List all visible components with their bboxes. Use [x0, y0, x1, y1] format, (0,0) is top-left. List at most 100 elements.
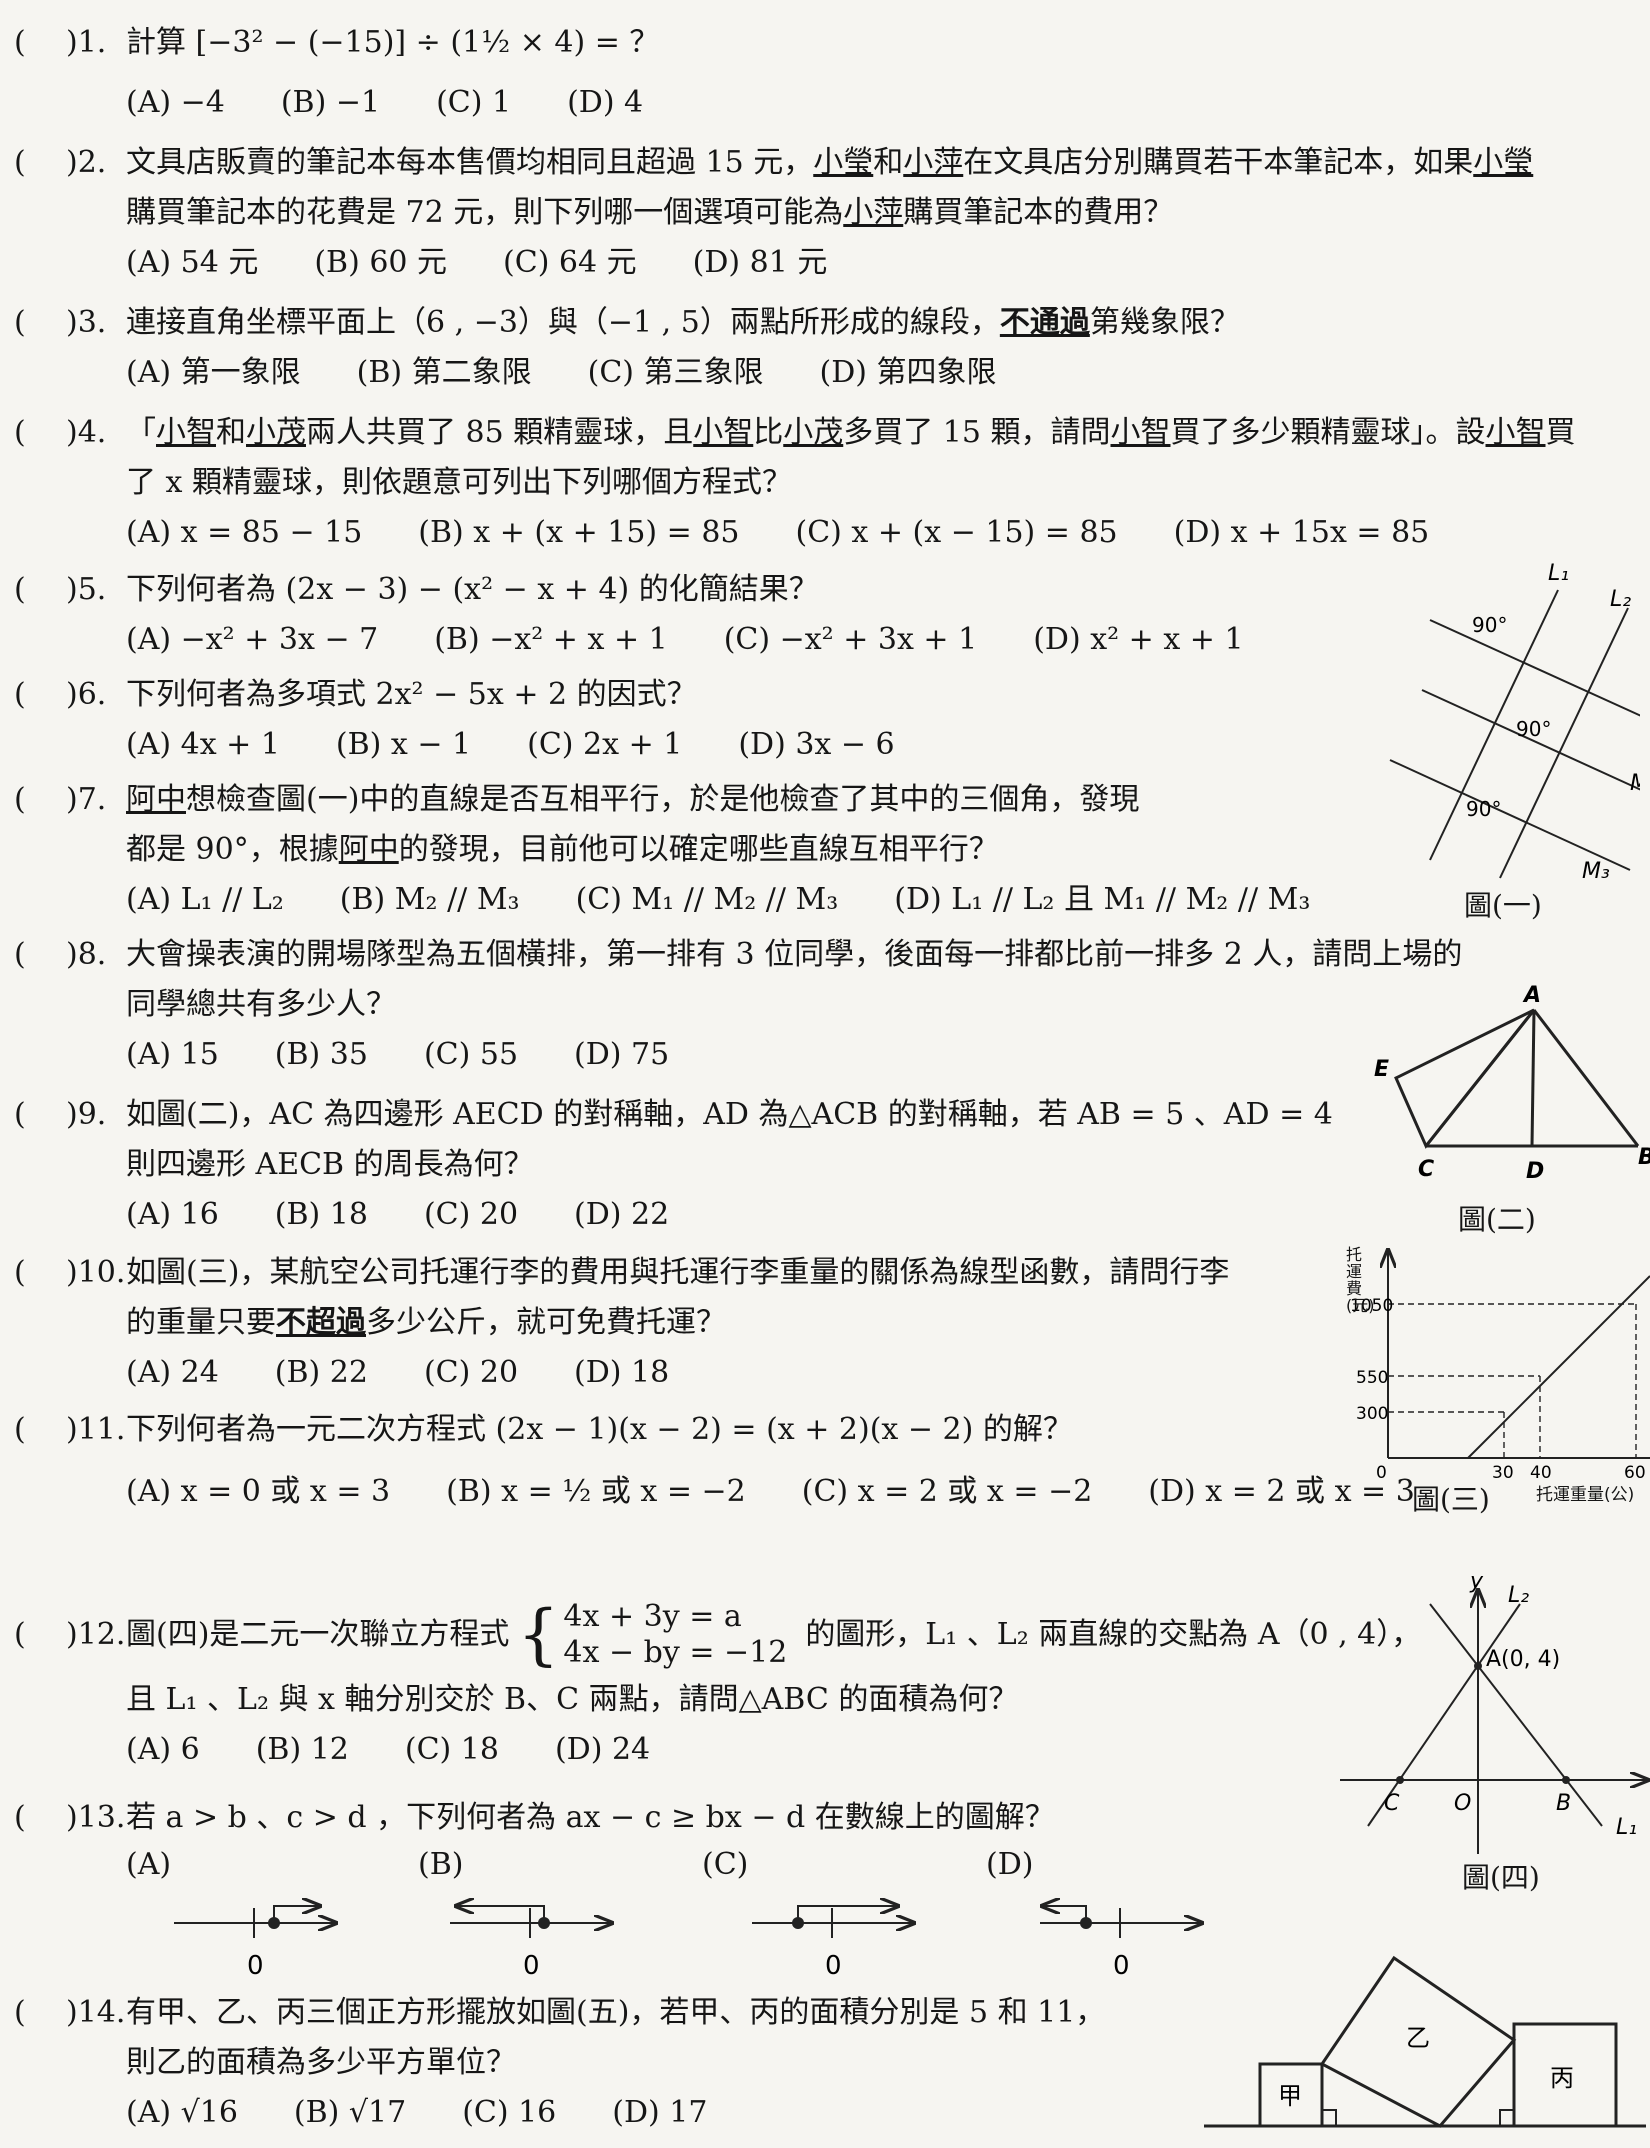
label-e: E	[1374, 1057, 1389, 1082]
question-text: 想檢查圖(一)中的直線是否互相平行，於是他檢查了其中的三個角，發現	[186, 782, 1140, 817]
label-c: C	[1418, 1157, 1434, 1182]
option-d: (D) 24	[554, 1732, 651, 1767]
question-text: 下列何者為一元二次方程式 (2x − 1)(x − 2) = (x + 2)(x…	[126, 1412, 1073, 1447]
figure-4-caption: 圖(四)	[1462, 1861, 1540, 1894]
line-m2	[1421, 689, 1640, 791]
option-b: (B) 第二象限	[356, 355, 532, 390]
line-m3	[1389, 759, 1631, 871]
right-angle-2	[1499, 2109, 1514, 2126]
option-a: (A) 15	[126, 1037, 219, 1072]
option-c: (C) 2x + 1	[527, 727, 683, 762]
question-text: 購買筆記本的費用？	[903, 195, 1174, 230]
figure-1-caption: 圖(一)	[1464, 889, 1542, 922]
option-a: (A) 4x + 1	[126, 727, 280, 762]
option-b: (B) 35	[274, 1037, 368, 1072]
question-text: 的圖形，L₁ 、L₂ 兩直線的交點為 A（0 , 4），	[805, 1617, 1422, 1652]
option-c: (C) x = 2 或 x = −2	[801, 1474, 1093, 1509]
label-y: y	[1469, 1570, 1484, 1594]
person-name: 小瑩	[1473, 145, 1534, 180]
line-l2	[1499, 607, 1629, 879]
number-line-d: 0	[1040, 1890, 1216, 1980]
square-jia	[1258, 2062, 1324, 2128]
option-d: (D) x = 2 或 x = 3	[1148, 1474, 1415, 1509]
question-text: 買	[1545, 415, 1576, 450]
question-text: 如圖(二)，AC 為四邊形 AECD 的對稱軸，AD 為△ACB 的對稱軸，若 …	[126, 1097, 1333, 1132]
zero-label: 0	[1113, 1951, 1130, 1980]
label-b: B	[1556, 1791, 1571, 1816]
question-text: 同學總共有多少人？	[126, 987, 396, 1022]
answer-paren: (	[14, 145, 26, 180]
question-number: )2.	[66, 145, 107, 180]
person-name: 小瑩	[813, 145, 874, 180]
option-c: (C) x + (x − 15) = 85	[795, 515, 1118, 550]
question-text: 有甲、乙、丙三個正方形擺放如圖(五)，若甲、丙的面積分別是 5 和 11，	[126, 1995, 1106, 2030]
option-d: (D) L₁ // L₂ 且 M₁ // M₂ // M₃	[894, 882, 1311, 917]
question-text: 「	[126, 415, 156, 450]
label-m: M	[1630, 771, 1640, 796]
question-text: 購買筆記本的花費是 72 元，則下列哪一個選項可能為	[126, 195, 844, 230]
option-c: (C) 第三象限	[587, 355, 764, 390]
question-text: 若 a > b 、c > d ，下列何者為 ax − c ≥ bx − d 在數…	[126, 1800, 1055, 1835]
person-name: 小智	[1485, 415, 1546, 450]
option-b: (B) x − 1	[335, 727, 472, 762]
question-text: 且 L₁ 、L₂ 與 x 軸分別交於 B、C 兩點，請問△ABC 的面積為何？	[126, 1682, 1019, 1717]
question-number: )11.	[66, 1412, 126, 1447]
figure-5-squares: 甲 乙 丙	[1204, 1955, 1646, 2128]
question-number: )1.	[66, 25, 107, 60]
option-b: (B) 18	[274, 1197, 368, 1232]
question-5: ()5.下列何者為 (2x − 3) − (x² − x + 4) 的化簡結果？…	[14, 565, 1300, 665]
question-text: 第幾象限？	[1089, 305, 1240, 340]
answer-paren: (	[14, 415, 26, 450]
question-6: ()6.下列何者為多項式 2x² − 5x + 2 的因式？ (A) 4x + …	[14, 670, 951, 770]
answer-paren: (	[14, 1800, 26, 1835]
square-bing	[1512, 2022, 1618, 2128]
option-a: (A) 54 元	[126, 245, 259, 280]
option-b: (B) 12	[255, 1732, 349, 1767]
question-9: ()9.如圖(二)，AC 為四邊形 AECD 的對稱軸，AD 為△ACB 的對稱…	[14, 1090, 1333, 1240]
option-c: (C) 20	[423, 1197, 519, 1232]
question-13: ()13.若 a > b 、c > d ，下列何者為 ax − c ≥ bx −…	[14, 1793, 1055, 1843]
option-a: (A) √16	[126, 2095, 238, 2130]
label-a: A	[1522, 983, 1541, 1008]
segment-ad	[1530, 1009, 1536, 1147]
person-name: 阿中	[126, 782, 186, 817]
question-7: ()7.阿中想檢查圖(一)中的直線是否互相平行，於是他檢查了其中的三個角，發現 …	[14, 775, 1366, 925]
option-c-label: (C)	[702, 1847, 749, 1882]
question-2: ()2.文具店販賣的筆記本每本售價均相同且超過 15 元，小瑩和小萍在文具店分別…	[14, 138, 1533, 288]
question-text: 和	[873, 145, 904, 180]
question-number: )6.	[66, 677, 107, 712]
figure-3-line-graph: 1050 550 300 0 30 40 60	[1350, 1240, 1650, 1483]
option-c: (C) 20	[423, 1355, 519, 1390]
question-number: )14.	[66, 1995, 126, 2030]
option-a-label: (A)	[126, 1847, 172, 1882]
line-l1	[1429, 589, 1559, 861]
question-number: )9.	[66, 1097, 107, 1132]
question-text: 都是 90°，根據	[126, 832, 339, 867]
label-o: O	[1454, 1791, 1471, 1816]
emphasis-text: 不超過	[276, 1305, 366, 1340]
label-l2: L₂	[1508, 1583, 1529, 1608]
option-d: (D) 18	[574, 1355, 670, 1390]
option-b: (B) 60 元	[314, 245, 448, 280]
option-c: (C) −x² + 3x + 1	[723, 622, 978, 657]
option-a: (A) 6	[126, 1732, 200, 1767]
equation-system: 4x + 3y = a 4x − by = −12	[563, 1599, 787, 1671]
option-a: (A) x = 0 或 x = 3	[126, 1474, 391, 1509]
option-c: (C) 55	[423, 1037, 519, 1072]
option-b: (B) √17	[293, 2095, 407, 2130]
label-l1: L₁	[1548, 561, 1569, 586]
zero-label: 0	[825, 1951, 842, 1980]
angle-label-2: 90°	[1516, 717, 1551, 741]
label-jia: 甲	[1278, 2082, 1302, 2110]
answer-paren: (	[14, 1412, 26, 1447]
question-11: ( )11.下列何者為一元二次方程式 (2x − 1)(x − 2) = (x +…	[14, 1405, 1471, 1517]
option-c: (C) 64 元	[503, 245, 637, 280]
label-bing: 丙	[1550, 2064, 1574, 2092]
option-b: (B) x + (x + 15) = 85	[418, 515, 740, 550]
question-text: 文具店販賣的筆記本每本售價均相同且超過 15 元，	[126, 145, 814, 180]
person-name: 小萍	[843, 195, 904, 230]
option-d: (D) 17	[612, 2095, 708, 2130]
x-tick-0: 0	[1376, 1463, 1387, 1483]
option-a: (A) L₁ // L₂	[126, 882, 284, 917]
question-number: )12.	[66, 1617, 126, 1652]
